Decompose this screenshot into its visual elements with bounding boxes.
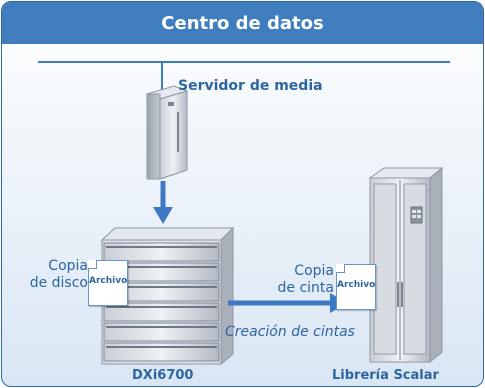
disk-file-label: Archivo: [89, 276, 128, 286]
diagram-title: Centro de datos: [2, 2, 483, 44]
down-arrow: [153, 181, 173, 224]
tape-copy-line-2: de cinta: [277, 280, 334, 296]
dxi6700-label: DXi6700: [132, 368, 194, 383]
disk-file-icon: Archivo: [88, 260, 128, 306]
disk-copy-label: Copia de disco: [26, 258, 88, 292]
media-server-label: Servidor de media: [178, 78, 323, 94]
disk-copy-line-2: de disco: [29, 275, 88, 291]
scalar-i2000-icon: [368, 166, 444, 364]
tape-creation-label: Creación de cintas: [225, 324, 355, 340]
disk-copy-line-1: Copia: [48, 258, 88, 274]
media-server-icon: [145, 85, 189, 180]
scalar-i2000-label: Librería Scalar i2000: [332, 368, 439, 386]
tape-file-label: Archivo: [337, 280, 376, 290]
tape-file-icon: Archivo: [336, 264, 376, 310]
tape-copy-label: Copia de cinta: [272, 263, 334, 297]
tape-copy-line-1: Copia: [294, 263, 334, 279]
